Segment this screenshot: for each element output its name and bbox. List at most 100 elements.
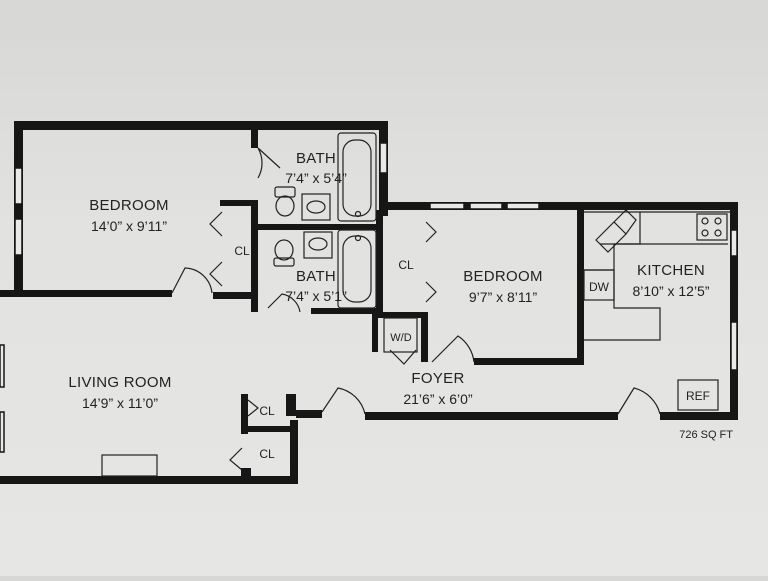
fixtures: [101, 132, 730, 477]
toilet-tank-icon: [273, 257, 295, 267]
bedroom1-dims: 14’0” x 9’11”: [91, 218, 167, 234]
dishwasher-label: DW: [589, 280, 610, 294]
door-closet-living-top: [247, 399, 259, 417]
door-foyer: [321, 387, 366, 415]
wall-left-bedroom: [14, 121, 23, 293]
sink-basin-icon: [306, 200, 326, 214]
drain-icon: [354, 234, 362, 242]
wall-foyer-stub: [296, 410, 322, 418]
bathtub-inner-icon: [342, 139, 372, 217]
drain-icon: [354, 210, 362, 218]
washer-dryer-label: W/D: [390, 332, 411, 344]
wall-top-left: [14, 121, 388, 130]
window: [14, 167, 23, 205]
wall-bath-bottom: [311, 308, 383, 314]
door-bath2: [267, 293, 301, 313]
living-room-name: LIVING ROOM: [68, 374, 171, 391]
wall-wd-top: [376, 312, 428, 318]
window: [730, 321, 738, 371]
bathtub-inner-icon: [342, 235, 372, 303]
burner-icon: [714, 229, 722, 237]
sink-icon: [303, 231, 333, 259]
wall-top-right: [384, 202, 738, 210]
wall-bottom-foyer: [365, 412, 618, 420]
wall-living-bottom: [0, 476, 298, 484]
wall-closet-living-right: [286, 394, 296, 416]
radiator-icon: [101, 454, 158, 477]
refrigerator-box: [677, 379, 719, 411]
toilet-tank-icon: [274, 186, 296, 198]
kitchen-name: KITCHEN: [637, 262, 705, 279]
wall-bath-right: [376, 210, 383, 314]
window: [0, 344, 5, 388]
window: [429, 202, 465, 210]
window: [469, 202, 503, 210]
wall-right: [730, 202, 738, 420]
closet-living-top-label: CL: [259, 404, 275, 418]
wall-wd-right: [421, 312, 428, 362]
wall-closet-living-low: [241, 468, 251, 478]
bath2-dims: 7’4” x 5’1”: [285, 288, 347, 304]
walls: [0, 121, 738, 484]
door-entry: [617, 387, 661, 415]
kitchen-sink-basin-icon: [613, 209, 637, 235]
bathtub-icon: [337, 229, 377, 309]
wall-closet-living-mid: [241, 426, 298, 432]
door-closet-living-bottom: [229, 447, 243, 471]
kitchen-dims: 8’10” x 12’5”: [632, 283, 709, 299]
bedroom1-name: BEDROOM: [89, 197, 169, 214]
wall-closet-bottom: [213, 292, 258, 299]
closet-living-bottom-label: CL: [259, 447, 275, 461]
wall-bath-left: [251, 202, 258, 312]
window: [0, 411, 5, 453]
door-bedroom2: [431, 335, 475, 363]
door-bedroom1: [171, 267, 213, 294]
door-closet-bedroom2: [425, 221, 437, 303]
window: [730, 229, 738, 257]
foyer-name: FOYER: [411, 370, 464, 387]
wall-bedroom2-right: [577, 210, 584, 365]
refrigerator-label: REF: [686, 389, 710, 403]
stove-icon: [696, 213, 728, 241]
door-closet-bedroom1: [209, 211, 223, 287]
dishwasher-box: [583, 269, 615, 301]
wall-bedroom-living: [0, 290, 172, 297]
wall-living-right: [290, 420, 298, 484]
burner-icon: [714, 217, 722, 225]
burner-icon: [701, 217, 709, 225]
bath2-name: BATH: [296, 268, 336, 285]
labels: BEDROOM 14’0” x 9’11” BATH 7’4” x 5’4” B…: [68, 150, 733, 461]
closet-bedroom2-label: CL: [398, 258, 414, 272]
bedroom2-name: BEDROOM: [463, 268, 543, 285]
door-bath1: [257, 147, 281, 179]
door-wd: [389, 349, 417, 365]
bedroom2-dims: 9’7” x 8’11”: [469, 289, 538, 305]
windows: [0, 142, 738, 453]
bathtub-icon: [337, 132, 377, 222]
toilet-icon: [274, 239, 294, 261]
doors: [171, 147, 661, 471]
burner-icon: [701, 229, 709, 237]
sink-icon: [301, 193, 331, 221]
window: [14, 218, 23, 256]
wall-bath-left-top: [251, 130, 258, 148]
window: [506, 202, 540, 210]
kitchen-sink-icon: [595, 221, 627, 253]
wall-bedroom2-bottom: [474, 358, 584, 365]
closet-bedroom1-label: CL: [234, 244, 250, 258]
wall-wd-left: [372, 312, 378, 352]
wall-bottom-kitchen: [660, 412, 738, 420]
window: [379, 142, 388, 174]
sink-basin-icon: [308, 237, 328, 251]
bath1-dims: 7’4” x 5’4”: [285, 170, 347, 186]
living-room-dims: 14’9” x 11’0”: [82, 395, 158, 411]
wall-closet-top: [220, 200, 258, 206]
wall-closet-living-left: [241, 394, 248, 434]
washer-dryer-box: [383, 317, 418, 353]
bath1-name: BATH: [296, 150, 336, 167]
foyer-dims: 21’6” x 6’0”: [403, 391, 473, 407]
total-area: 726 SQ FT: [679, 429, 733, 441]
toilet-icon: [275, 195, 295, 217]
